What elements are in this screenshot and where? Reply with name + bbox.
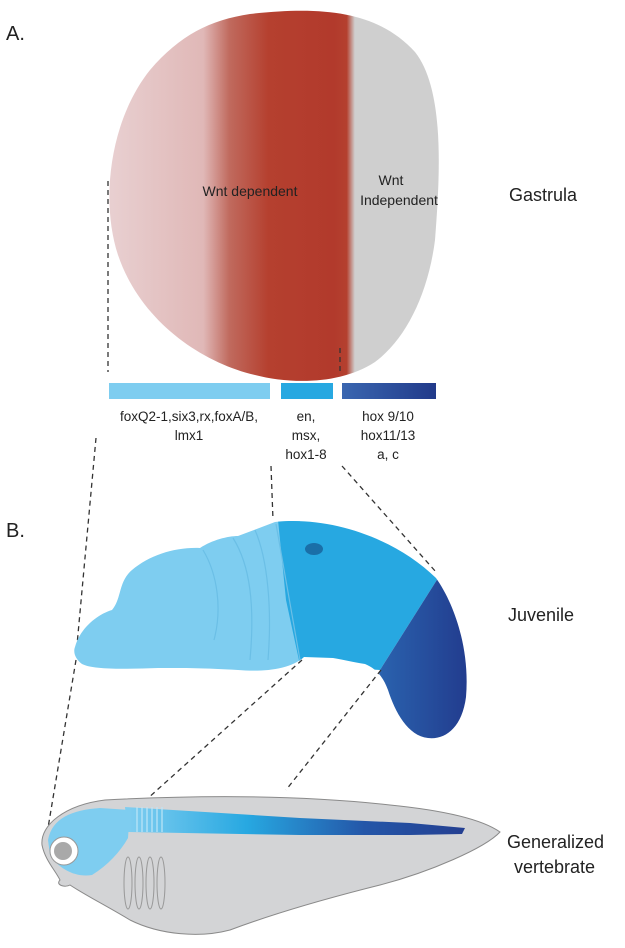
gene-bar-posterior [342, 383, 436, 399]
gene-label-posterior-3: a, c [377, 447, 399, 462]
dashed-line-juvenile-vertebrate-left [45, 659, 77, 841]
gene-bar-middle [281, 383, 333, 399]
gene-bar-anterior [109, 383, 270, 399]
gene-label-middle-3: hox1-8 [285, 447, 326, 462]
gene-label-middle-2: msx, [292, 428, 321, 443]
wnt-independent-label-1: Wnt [379, 172, 404, 188]
dashed-line-bar-juvenile-mid [270, 465, 274, 521]
gene-label-anterior-2: lmx1 [175, 428, 204, 443]
juvenile-boundary-anterior [275, 523, 301, 661]
juvenile-fold-3 [254, 529, 271, 661]
gastrula-embryo: Wnt dependent Wnt Independent [109, 10, 439, 381]
juvenile-body [74, 521, 467, 739]
panel-label-b: B. [6, 520, 25, 542]
wnt-dependent-label: Wnt dependent [203, 183, 298, 199]
vertebrate-gill-slits [123, 856, 166, 910]
vertebrate-label-2: vertebrate [514, 857, 595, 877]
dashed-line-juvenile-vertebrate-right [285, 669, 382, 791]
gene-label-posterior-2: hox11/13 [361, 428, 416, 443]
gene-label-anterior-1: foxQ2-1,six3,rx,foxA/B, [120, 409, 258, 424]
dashed-line-bar-juvenile-right [341, 465, 437, 573]
gene-label-posterior-1: hox 9/10 [362, 409, 414, 424]
vertebrate-neural-tube [125, 807, 465, 835]
juvenile-fold-1 [202, 549, 219, 641]
gastrula-shape [109, 10, 439, 381]
vertebrate-eye-inner [54, 842, 72, 860]
juvenile-anterior-region [74, 521, 300, 739]
juvenile-eye-spot [305, 543, 323, 555]
gene-label-middle-1: en, [297, 409, 316, 424]
vertebrate-somites [136, 807, 163, 832]
dashed-line-bar-juvenile-left [76, 437, 97, 646]
wnt-independent-label-2: Independent [360, 192, 438, 208]
gastrula-stage-label: Gastrula [509, 185, 578, 205]
vertebrate-body [41, 796, 501, 935]
dashed-line-juvenile-vertebrate-mid [136, 659, 303, 809]
juvenile-stage-label: Juvenile [508, 605, 574, 625]
panel-label-a: A. [6, 23, 25, 45]
juvenile-fold-2 [232, 537, 253, 661]
vertebrate-label-1: Generalized [507, 832, 604, 852]
